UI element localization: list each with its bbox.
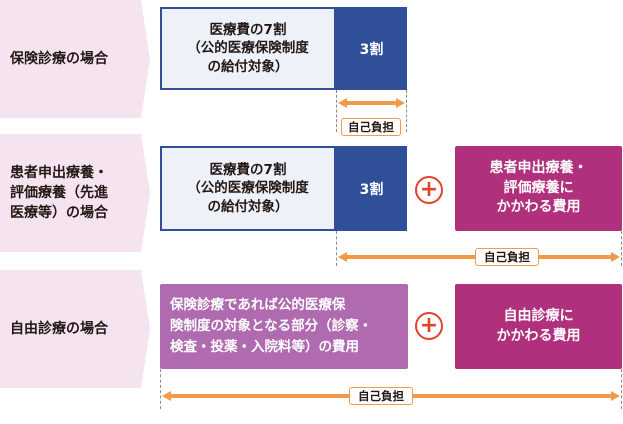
row2-extra-box: 患者申出療養・ 評価療養に かかわる費用 xyxy=(455,146,622,231)
row1-dash-right xyxy=(406,90,407,132)
row3-label: 自由診療の場合 xyxy=(0,270,150,388)
row2-insured-line1: 医療費の7割 xyxy=(209,162,287,179)
row2-extra-line1: 患者申出療養・ xyxy=(489,160,588,177)
row2-dash-left xyxy=(336,231,337,266)
row3-plus-icon: + xyxy=(415,312,443,340)
row2-extra-line3: かかわる費用 xyxy=(496,199,581,216)
row1-insured-line3: の給付対象） xyxy=(207,58,289,75)
row3-extra-line1: 自由診療に xyxy=(503,307,574,324)
row2-self-pay-tag: 自己負担 xyxy=(475,248,539,266)
row1-copay-box: 3割 xyxy=(336,7,407,90)
row3-covered-part-box: 保険診療であれば公的医療保 険制度の対象となる部分（診察・ 検査・投薬・入院料等… xyxy=(160,284,408,369)
row2-plus-icon: + xyxy=(415,176,443,204)
row2-copay-box: 3割 xyxy=(336,146,407,231)
row1-self-pay-text: 自己負担 xyxy=(348,120,394,134)
row2-extra-line2: 評価療養に xyxy=(503,179,574,196)
row3-dash-right xyxy=(621,369,622,409)
row3-extra-line2: かかわる費用 xyxy=(496,327,581,344)
row1-self-pay-tag: 自己負担 xyxy=(341,118,401,136)
row2-insured-line3: の給付対象） xyxy=(207,198,289,215)
row1-self-pay-arrow xyxy=(338,98,405,108)
row3-dash-left xyxy=(160,369,161,409)
row1-insured-box: 医療費の7割 （公的医療保険制度 の給付対象） xyxy=(160,7,336,90)
row3-covered-line1: 保険診療であれば公的医療保 xyxy=(170,297,346,314)
row2-insured-line2: （公的医療保険制度 xyxy=(187,180,309,197)
row1-insured-line1: 医療費の7割 xyxy=(209,22,287,39)
row1-dash-left xyxy=(336,90,337,132)
row1-label: 保険診療の場合 xyxy=(0,0,150,118)
row2-insured-box: 医療費の7割 （公的医療保険制度 の給付対象） xyxy=(160,146,336,231)
row2-label-line1: 患者申出療養・ xyxy=(10,164,108,181)
row3-covered-line2: 険制度の対象となる部分（診察・ xyxy=(170,318,373,335)
row2-label-line3: 医療等）の場合 xyxy=(10,205,108,222)
row3-self-pay-tag: 自己負担 xyxy=(349,387,413,405)
row2-self-pay-text: 自己負担 xyxy=(484,250,530,264)
row1-copay-label: 3割 xyxy=(359,41,384,58)
row3-label-line1: 自由診療の場合 xyxy=(10,320,108,337)
row3-covered-line3: 検査・投薬・入院料等）の費用 xyxy=(170,338,359,355)
row2-dash-right xyxy=(621,231,622,266)
row1-insured-line2: （公的医療保険制度 xyxy=(187,40,309,57)
row2-label: 患者申出療養・ 評価療養（先進 医療等）の場合 xyxy=(0,134,150,252)
row2-copay-label: 3割 xyxy=(359,181,384,198)
row1-label-line1: 保険診療の場合 xyxy=(10,50,108,67)
row3-self-pay-text: 自己負担 xyxy=(358,389,404,403)
row3-extra-box: 自由診療に かかわる費用 xyxy=(455,284,622,369)
row2-label-line2: 評価療養（先進 xyxy=(10,184,108,201)
